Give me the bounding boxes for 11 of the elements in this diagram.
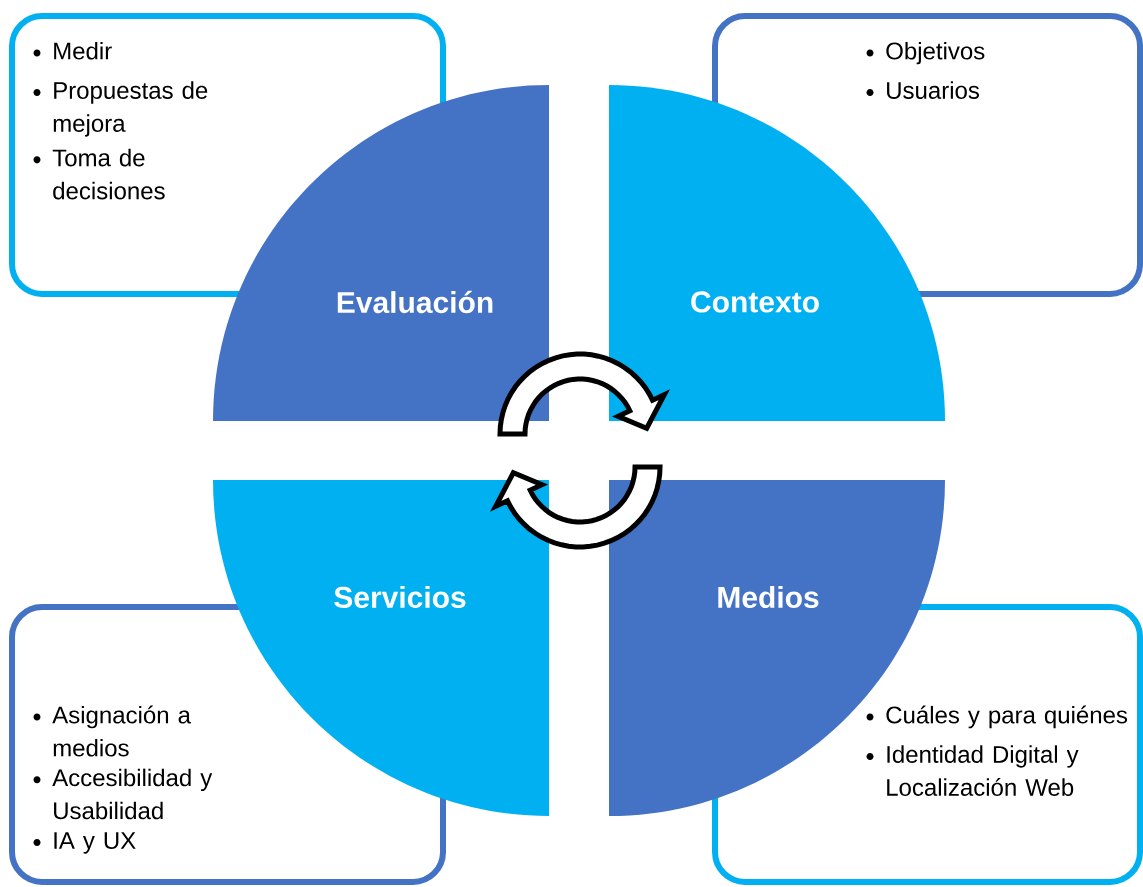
bullet-item: IA y UX: [33, 832, 136, 854]
bullet-item: Propuestas de mejora: [33, 81, 208, 137]
quarter-circle-sector: Evaluación: [213, 85, 549, 421]
curved-arrow: [497, 351, 670, 437]
bullet-item: Toma de decisiones: [33, 148, 165, 200]
bullet-item: Medir: [33, 41, 112, 60]
bullet-item: Accesibilidad y Usabilidad: [33, 768, 213, 820]
quarter-circle-sector: Servicios: [213, 480, 549, 816]
curved-arrow: [490, 464, 663, 550]
bullet-item: Objetivos: [866, 41, 985, 65]
bullet-item: Asignación a medios: [33, 705, 191, 757]
